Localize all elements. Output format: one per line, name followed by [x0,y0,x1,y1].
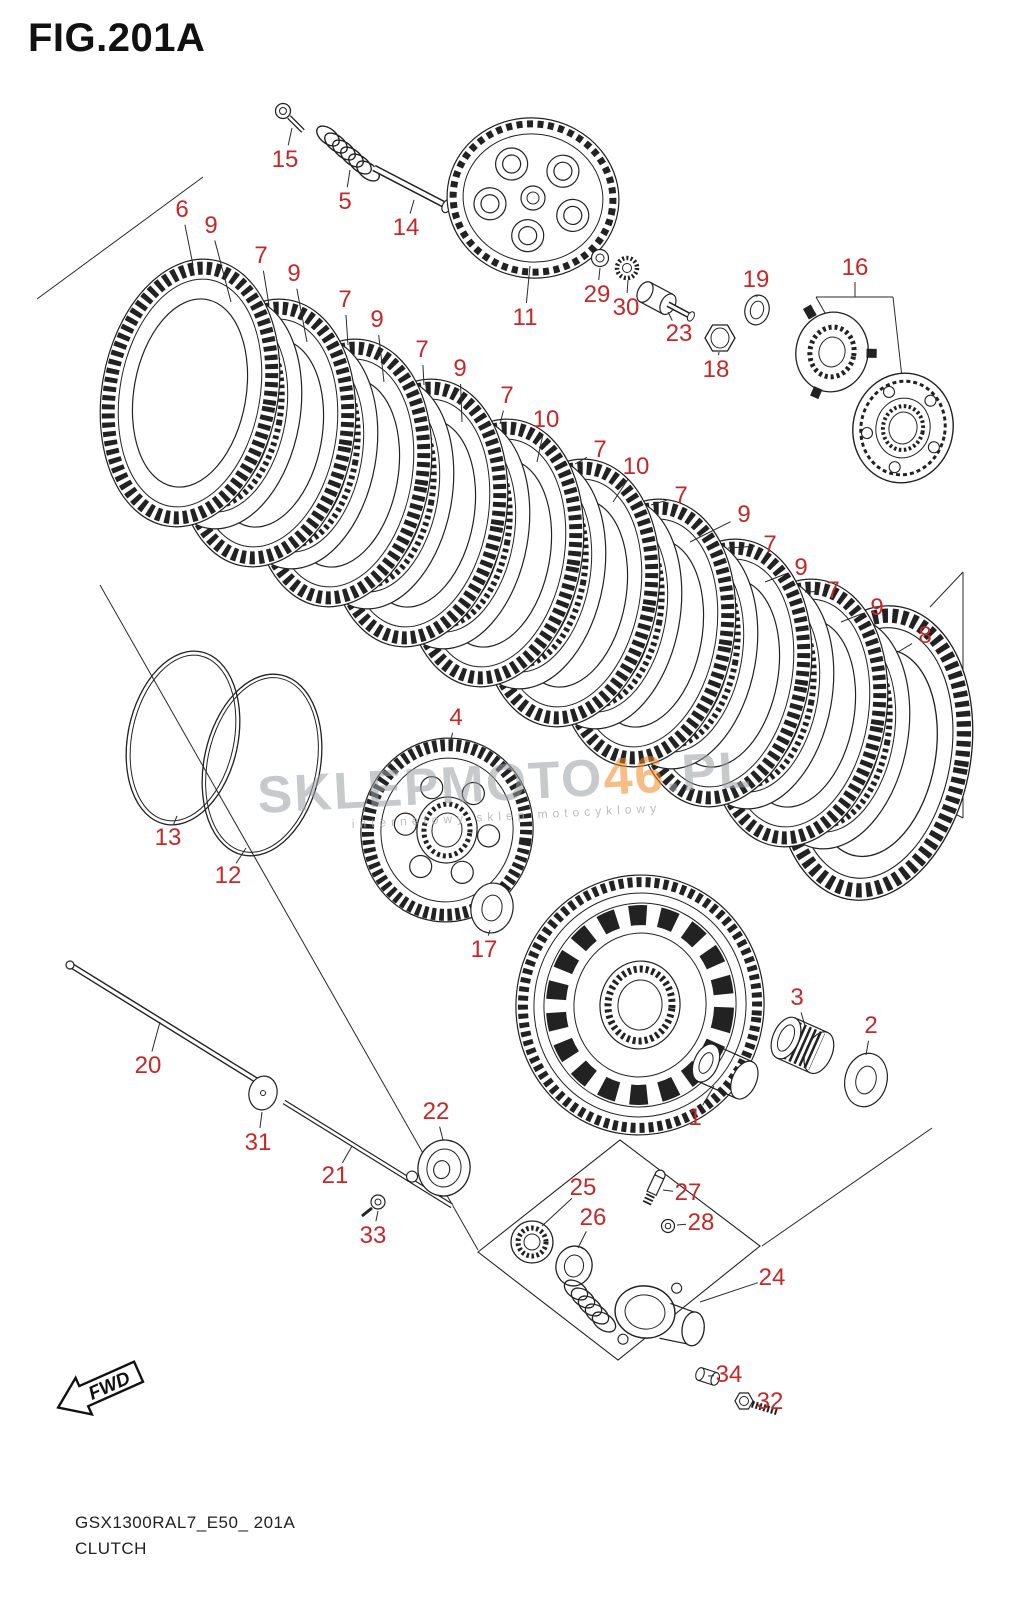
clutch-spring-bolt-set [274,102,453,214]
hub-nut-washer-set [590,248,770,352]
push-rod-set [65,960,471,1218]
release-assembly [477,1139,780,1416]
clutch-hub [360,737,534,923]
sleeve-hub [795,304,954,484]
needle-bearing [770,1016,835,1075]
pressure-plate [446,117,620,279]
footer: GSX1300RAL7_E50_ 201A CLUTCH [75,1510,295,1562]
thrust-washer [470,882,514,934]
spacer [691,1043,759,1100]
fwd-direction-arrow: FWD [56,1360,145,1417]
snap-rings [125,650,323,857]
footer-figure-name: CLUTCH [75,1539,147,1558]
footer-model-code: GSX1300RAL7_E50_ 201A [75,1513,296,1532]
figure-title: FIG.201A [28,16,206,60]
bearing-washer [844,1052,888,1108]
clutch-basket [515,874,765,1136]
